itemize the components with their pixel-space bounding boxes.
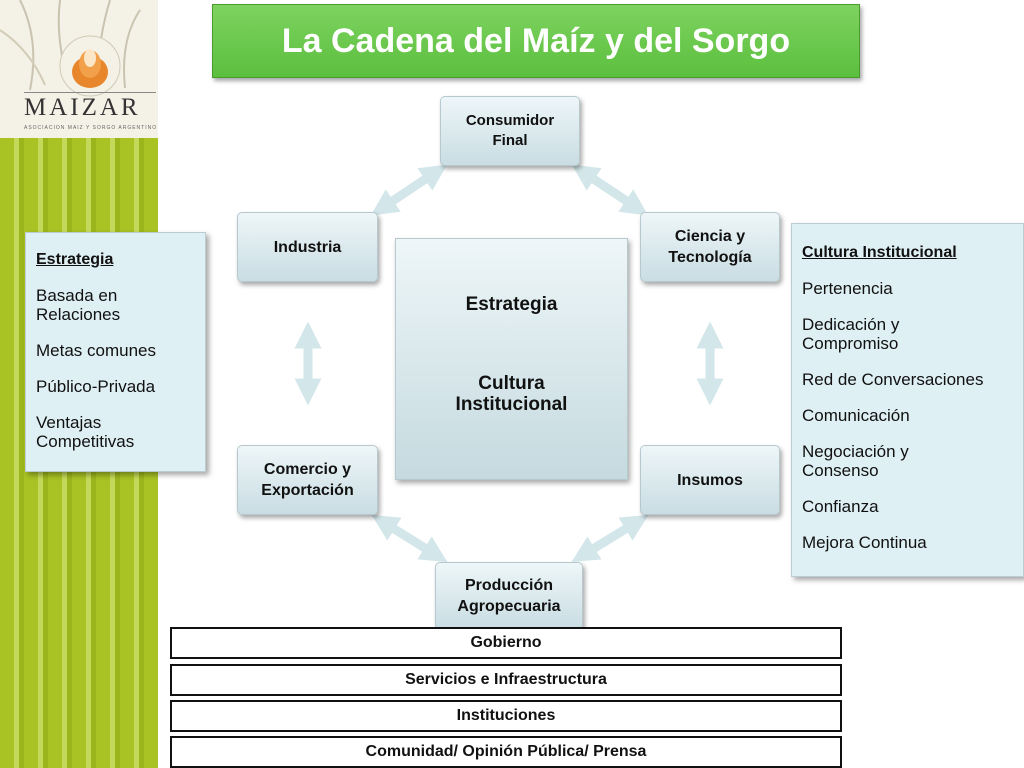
node-consumidor-final: Consumidor Final bbox=[440, 96, 580, 166]
node-comercio-exportacion: Comercio y Exportación bbox=[237, 445, 378, 515]
logo-emblem-icon bbox=[0, 0, 141, 97]
right-panel-item: Dedicación y Compromiso bbox=[802, 315, 900, 353]
arrow-comercio-produccion bbox=[371, 514, 448, 563]
bar-label: Gobierno bbox=[470, 634, 542, 651]
logo-divider bbox=[24, 92, 156, 93]
right-panel-item: Negociación y Consenso bbox=[802, 442, 909, 480]
left-panel-item: Basada en Relaciones bbox=[36, 286, 121, 324]
logo-subtitle: ASOCIACIÓN MAÍZ Y SORGO ARGENTINO bbox=[24, 125, 158, 131]
node-ciencia-tecnologia: Ciencia y Tecnología bbox=[640, 212, 780, 282]
arrow-consumidor-industria bbox=[370, 164, 448, 216]
left-panel-estrategia: Estrategia Basada en Relaciones Metas co… bbox=[25, 232, 206, 472]
center-box: Estrategia Cultura Institucional bbox=[395, 238, 628, 480]
arrow-insumos-produccion bbox=[571, 514, 649, 563]
left-panel-item: Público-Privada bbox=[36, 377, 156, 396]
logo-name: MAIZAR bbox=[24, 94, 141, 121]
right-panel-item: Comunicación bbox=[802, 406, 910, 425]
node-label: Producción Agropecuaria bbox=[457, 577, 561, 615]
right-panel-item: Red de Conversaciones bbox=[802, 370, 984, 389]
right-panel-item: Mejora Continua bbox=[802, 533, 927, 552]
center-line-2: Cultura Institucional bbox=[455, 373, 568, 415]
node-industria: Industria bbox=[237, 212, 378, 282]
arrow-consumidor-ciencia bbox=[571, 164, 649, 216]
bar-comunidad: Comunidad/ Opinión Pública/ Prensa bbox=[170, 736, 842, 768]
bar-label: Comunidad/ Opinión Pública/ Prensa bbox=[365, 743, 647, 760]
bar-servicios-infraestructura: Servicios e Infraestructura bbox=[170, 664, 842, 696]
node-label: Ciencia y Tecnología bbox=[668, 228, 752, 266]
logo-panel: MAIZAR ASOCIACIÓN MAÍZ Y SORGO ARGENTINO bbox=[0, 0, 158, 138]
node-produccion-agropecuaria: Producción Agropecuaria bbox=[435, 562, 583, 630]
bar-label: Instituciones bbox=[456, 707, 556, 724]
bar-instituciones: Instituciones bbox=[170, 700, 842, 732]
bar-label: Servicios e Infraestructura bbox=[405, 671, 607, 688]
center-line-1: Estrategia bbox=[465, 294, 558, 315]
node-label: Industria bbox=[273, 239, 342, 256]
right-panel-item: Confianza bbox=[802, 497, 879, 516]
left-panel-item: Metas comunes bbox=[36, 341, 156, 360]
node-insumos: Insumos bbox=[640, 445, 780, 515]
node-label: Comercio y Exportación bbox=[261, 461, 354, 499]
title-banner: La Cadena del Maíz y del Sorgo bbox=[212, 4, 860, 78]
right-panel-heading: Cultura Institucional bbox=[802, 244, 957, 261]
node-label: Consumidor Final bbox=[465, 112, 555, 149]
page-title: La Cadena del Maíz y del Sorgo bbox=[281, 21, 791, 60]
node-label: Insumos bbox=[677, 471, 743, 489]
left-panel-heading: Estrategia bbox=[36, 251, 114, 268]
bar-gobierno: Gobierno bbox=[170, 627, 842, 659]
right-panel-cultura: Cultura Institucional Pertenencia Dedica… bbox=[791, 223, 1024, 577]
left-panel-item: Ventajas Competitivas bbox=[36, 413, 135, 451]
right-panel-item: Pertenencia bbox=[802, 279, 893, 298]
